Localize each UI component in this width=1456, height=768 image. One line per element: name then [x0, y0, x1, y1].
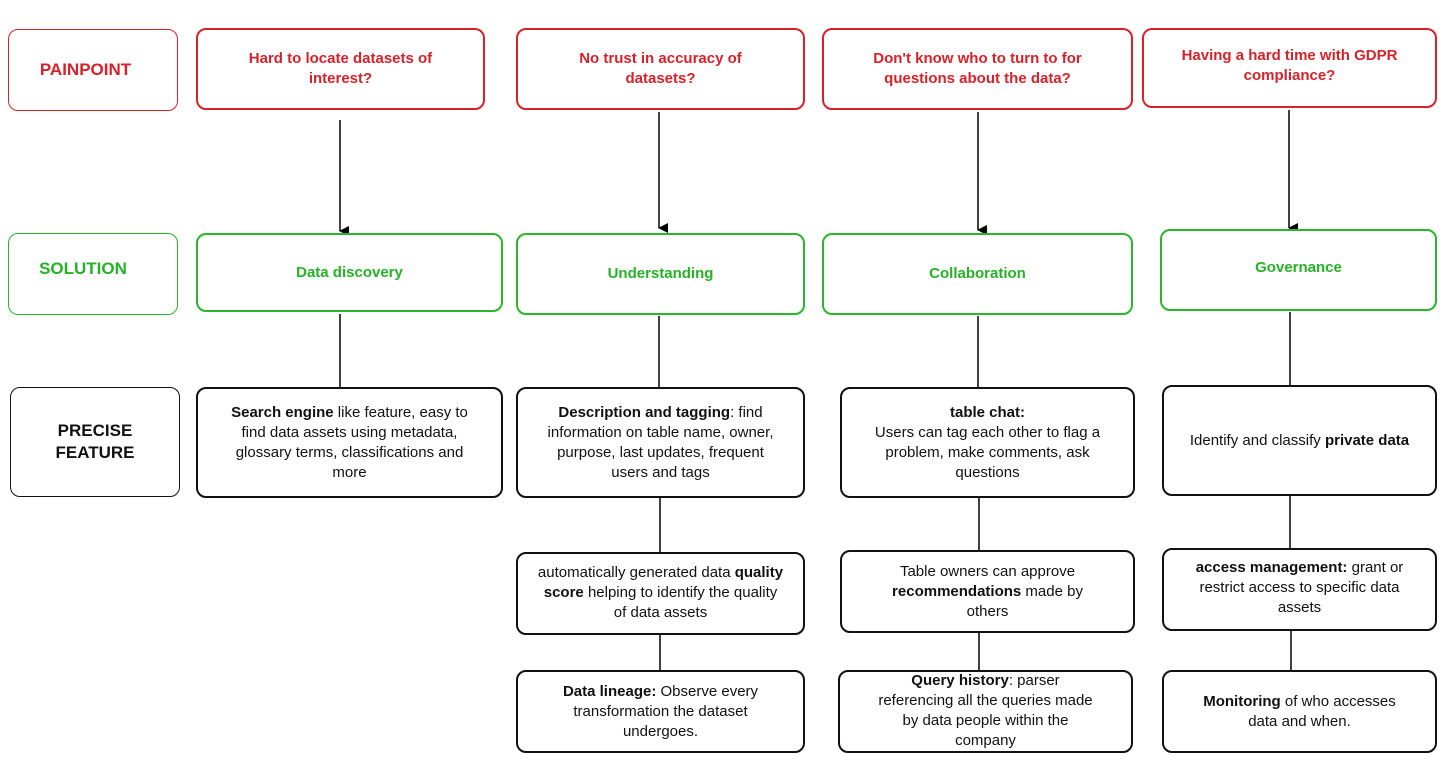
painpoint-text-2: No trust in accuracy of datasets?: [579, 50, 742, 87]
feature-rest-2-1: : find information on table name, owner,…: [547, 403, 774, 481]
feature-pre-2-2: automatically generated data: [537, 563, 735, 581]
feature-box-4-1: Identify and classify private data: [1162, 385, 1437, 496]
feature-rest-2-3: Observe every transformation the dataset…: [573, 682, 759, 740]
feature-rest-3-3: : parser referencing all the queries mad…: [878, 671, 1093, 749]
painpoint-box-3: Don't know who to turn to for questions …: [822, 28, 1133, 110]
feature-box-3-1: table chat: Users can tag each other to f…: [840, 387, 1135, 498]
feature-bold-1-1: Search engine: [231, 403, 334, 421]
feature-rest-3-1: Users can tag each other to flag a probl…: [874, 423, 1101, 481]
feature-rest-4-3: of who accesses data and when.: [1248, 692, 1396, 730]
painpoint-box-4: Having a hard time with GDPR compliance?: [1142, 28, 1437, 108]
feature-rest-2-2: helping to identify the quality of data …: [583, 583, 778, 621]
row-label-painpoint: PAINPOINT: [8, 29, 178, 111]
feature-box-4-3: Monitoring of who accesses data and when…: [1162, 670, 1437, 753]
row-label-feature: PRECISE FEATURE: [10, 387, 180, 497]
feature-rest-3-2: made by others: [966, 582, 1083, 620]
feature-box-2-3: Data lineage: Observe every transformati…: [516, 670, 805, 753]
feature-bold-2-3: Data lineage:: [562, 682, 657, 700]
solution-text-4: Governance: [1255, 259, 1342, 276]
feature-pre-3-2: Table owners can approve: [899, 562, 1076, 580]
feature-box-3-3: Query history: parser referencing all th…: [838, 670, 1133, 753]
feature-pre-4-1: Identify and classify: [1189, 431, 1325, 449]
solution-box-4: Governance: [1160, 229, 1437, 311]
painpoint-text-1: Hard to locate datasets of interest?: [248, 50, 433, 87]
solution-text-1: Data discovery: [296, 263, 403, 281]
row-label-feature-line2: FEATURE: [55, 443, 135, 462]
feature-box-1-1: Search engine like feature, easy to find…: [196, 387, 503, 498]
painpoint-text-3: Don't know who to turn to for questions …: [873, 50, 1082, 87]
feature-bold-4-1: private data: [1324, 431, 1410, 449]
row-label-solution: SOLUTION: [8, 233, 178, 315]
solution-text-3: Collaboration: [929, 265, 1026, 282]
feature-bold-2-2: quality score: [543, 563, 784, 601]
feature-bold-3-3: Query history: [911, 671, 1009, 689]
feature-box-2-2: automatically generated data quality sco…: [516, 552, 805, 635]
feature-bold-4-3: Monitoring: [1203, 692, 1281, 710]
feature-box-3-2: Table owners can approve recommendations…: [840, 550, 1135, 633]
row-label-feature-line1: PRECISE: [57, 421, 133, 440]
solution-box-3: Collaboration: [822, 233, 1133, 315]
solution-box-1: Data discovery: [196, 233, 503, 312]
painpoint-box-1: Hard to locate datasets of interest?: [196, 28, 485, 110]
solution-box-2: Understanding: [516, 233, 805, 315]
painpoint-box-2: No trust in accuracy of datasets?: [516, 28, 805, 110]
feature-bold-4-2: access management:: [1195, 558, 1348, 576]
feature-bold-3-2: recommendations: [892, 582, 1022, 600]
feature-rest-4-2: grant or restrict access to specific dat…: [1199, 558, 1404, 616]
feature-bold-3-1: table chat:: [949, 403, 1025, 421]
feature-bold-2-1: Description and tagging: [558, 403, 731, 421]
feature-rest-1-1: like feature, easy to find data assets u…: [235, 403, 468, 481]
row-label-solution-text: SOLUTION: [39, 259, 127, 278]
row-label-painpoint-text: PAINPOINT: [39, 60, 132, 79]
solution-text-2: Understanding: [607, 265, 714, 282]
feature-box-4-2: access management: grant or restrict acc…: [1162, 548, 1437, 631]
painpoint-text-4: Having a hard time with GDPR compliance?: [1181, 47, 1398, 84]
feature-box-2-1: Description and tagging: find informatio…: [516, 387, 805, 498]
